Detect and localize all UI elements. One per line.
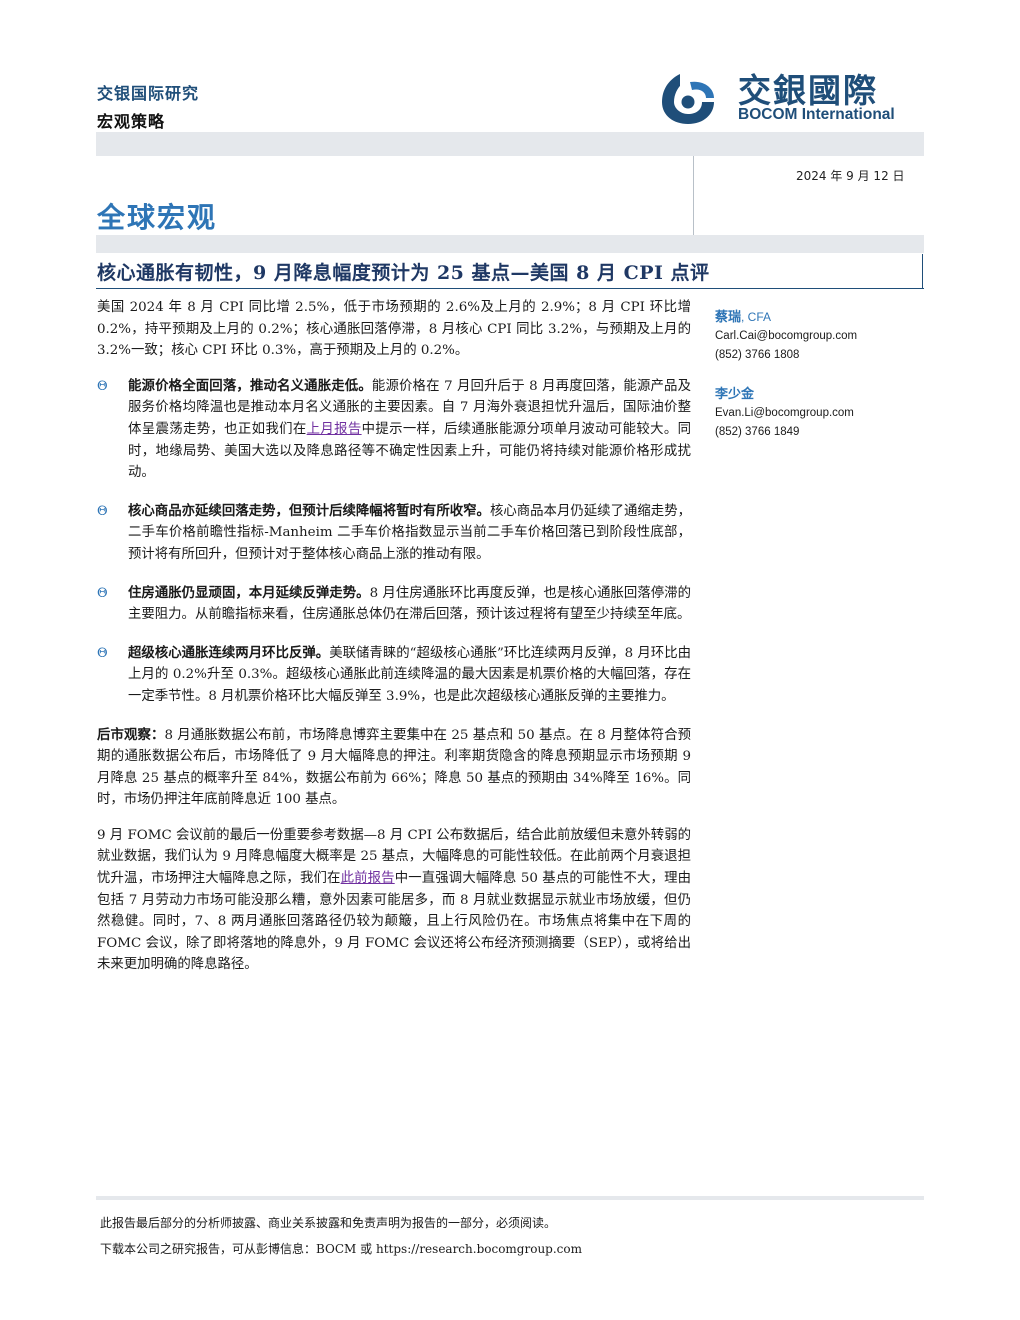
bullet-text: 核心商品本月仍延续了通缩走势，二手车价格前瞻性指标-Manheim 二手车价格指… bbox=[128, 503, 691, 562]
theta-bullet-icon: Θ bbox=[97, 503, 108, 519]
theta-bullet-icon: Θ bbox=[97, 585, 108, 601]
logo-chinese-text: 交銀國際 bbox=[738, 71, 878, 110]
report-headline: 核心通胀有韧性，9 月降息幅度预计为 25 基点—美国 8 月 CPI 点评 bbox=[97, 262, 710, 284]
analyst-phone: (852) 3766 1849 bbox=[715, 426, 800, 438]
footer-disclaimer: 此报告最后部分的分析师披露、商业关系披露和免责声明为报告的一部分，必须阅读。 bbox=[100, 1216, 557, 1230]
report-date: 2024 年 9 月 12 日 bbox=[796, 169, 905, 183]
report-body: 美国 2024 年 8 月 CPI 同比增 2.5%，低于市场预期的 2.6%及… bbox=[97, 297, 691, 990]
outlook-label: 后市观察： bbox=[97, 726, 165, 743]
outlook-text: 8 月通胀数据公布前，市场降息博弈主要集中在 25 基点和 50 基点。在 8 … bbox=[97, 727, 691, 808]
last-month-report-link[interactable]: 上月报告 bbox=[306, 421, 362, 437]
analyst-credential: , CFA bbox=[741, 310, 772, 324]
intro-paragraph: 美国 2024 年 8 月 CPI 同比增 2.5%，低于市场预期的 2.6%及… bbox=[97, 300, 691, 359]
header-divider bbox=[693, 156, 694, 236]
analyst-name-text: 李少金 bbox=[715, 386, 755, 401]
bullet-text: 8 月住房通胀环比再度反弹，也是核心通胀回落停滞的主要阻力。从前瞻指标来看，住房… bbox=[128, 585, 691, 623]
theta-bullet-icon: Θ bbox=[97, 378, 108, 394]
analyst-panel: 蔡瑞, CFA Carl.Cai@bocomgroup.com (852) 37… bbox=[715, 307, 915, 442]
analyst-name-text: 蔡瑞 bbox=[715, 309, 742, 324]
analyst-name: 蔡瑞, CFA bbox=[715, 307, 915, 327]
footer-rule bbox=[96, 1196, 924, 1200]
analyst-email[interactable]: Carl.Cai@bocomgroup.com bbox=[715, 330, 858, 342]
headline-rule bbox=[96, 288, 924, 289]
analyst-name: 李少金 bbox=[715, 384, 915, 404]
section-title: 全球宏观 bbox=[97, 201, 218, 234]
bullet-supercore: Θ 超级核心通胀连续两月环比反弹。美联储青睐的“超级核心通胀”环比连续两月反弹，… bbox=[97, 643, 691, 708]
bullet-title: 能源价格全面回落，推动名义通胀走低。 bbox=[128, 377, 372, 394]
bullet-title: 住房通胀仍显顽固，本月延续反弹走势。 bbox=[128, 584, 370, 601]
headline-rule-end bbox=[922, 254, 923, 289]
bullet-title: 核心商品亦延续回落走势，但预计后续降幅将暂时有所收窄。 bbox=[128, 502, 490, 519]
fomc-text-cont: 中一直强调大幅降息 50 基点的可能性不大，理由包括 7 月劳动力市场可能没那么… bbox=[97, 871, 691, 973]
outlook-paragraph: 后市观察：8 月通胀数据公布前，市场降息博弈主要集中在 25 基点和 50 基点… bbox=[97, 725, 691, 811]
bullet-title: 超级核心通胀连续两月环比反弹。 bbox=[128, 644, 330, 661]
fomc-paragraph: 9 月 FOMC 会议前的最后一份重要参考数据—8 月 CPI 公布数据后，结合… bbox=[97, 825, 691, 976]
theta-bullet-icon: Θ bbox=[97, 645, 108, 661]
fomc-text: 9 月 FOMC 会议前的最后一份重要参考数据—8 月 CPI 公布数据后，结合… bbox=[97, 827, 691, 887]
bullet-housing: Θ 住房通胀仍显顽固，本月延续反弹走势。8 月住房通胀环比再度反弹，也是核心通胀… bbox=[97, 583, 691, 626]
bullet-energy: Θ 能源价格全面回落，推动名义通胀走低。能源价格在 7 月回升后于 8 月再度回… bbox=[97, 376, 691, 484]
footer-download: 下载本公司之研究报告，可从彭博信息：BOCM 或 https://researc… bbox=[100, 1242, 582, 1256]
org-name: 交银国际研究 bbox=[97, 84, 200, 103]
bullet-text: 能源价格在 7 月回升后于 8 月再度回落，能源产品及服务价格均降温也是推动本月… bbox=[128, 378, 691, 437]
analyst-phone: (852) 3766 1808 bbox=[715, 349, 800, 361]
section-band bbox=[96, 235, 924, 253]
bullet-text-cont: 中提示一样，后续通胀能源分项单月波动可能较大。同时，地缘局势、美国大选以及降息路… bbox=[128, 421, 692, 481]
previous-report-link[interactable]: 此前报告 bbox=[340, 871, 395, 887]
bocom-logo: 交銀國際 BOCOM International bbox=[660, 60, 920, 126]
logo-english-text: BOCOM International bbox=[738, 106, 895, 123]
bullet-text: 美联储青睐的“超级核心通胀”环比连续两月反弹，8 月环比由上月的 0.2%升至 … bbox=[128, 645, 692, 704]
report-category: 宏观策略 bbox=[97, 112, 166, 131]
bocom-logo-mark-icon bbox=[662, 62, 714, 124]
bullet-core-goods: Θ 核心商品亦延续回落走势，但预计后续降幅将暂时有所收窄。核心商品本月仍延续了通… bbox=[97, 501, 691, 566]
header-band bbox=[96, 132, 924, 156]
analyst-email[interactable]: Evan.Li@bocomgroup.com bbox=[715, 407, 854, 419]
